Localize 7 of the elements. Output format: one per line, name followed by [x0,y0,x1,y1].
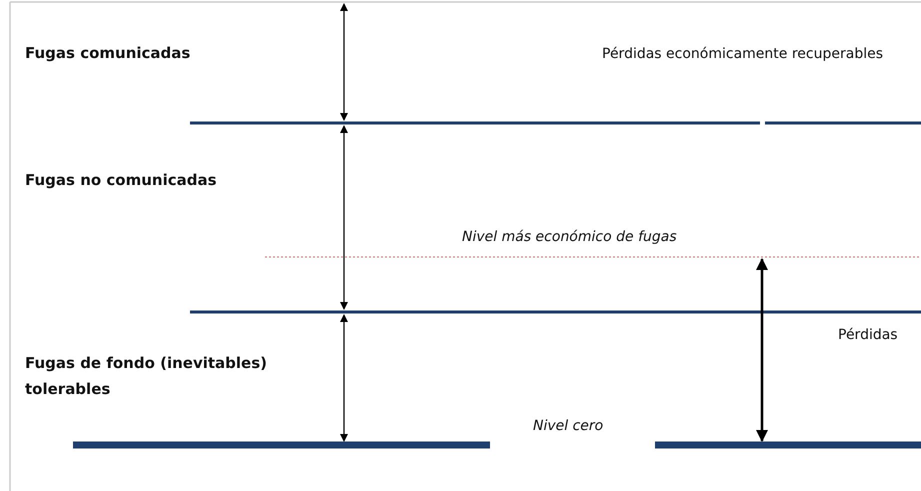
category-label: Pérdidas [838,327,898,343]
category-label: Pérdidas económicamente recuperables [602,46,883,62]
row-label: Fugas de fondo (inevitables) tolerables [25,353,268,400]
level-label: Nivel cero [533,418,604,434]
row-label: Fugas comunicadas [25,44,190,62]
level-label: Nivel más económico de fugas [462,229,677,245]
row-label: Fugas no comunicadas [25,171,217,189]
